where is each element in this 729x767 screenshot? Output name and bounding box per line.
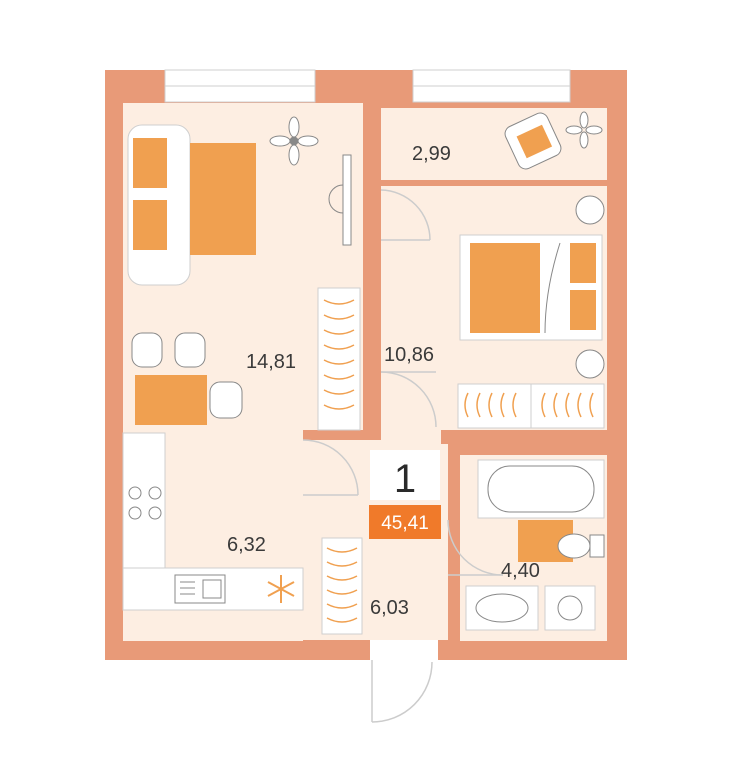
bathtub-icon xyxy=(477,459,605,519)
area-bathroom: 4,40 xyxy=(501,560,540,582)
tv-icon xyxy=(328,154,352,246)
area-kitchen: 6,32 xyxy=(227,534,266,556)
nightstand-bottom xyxy=(575,349,605,379)
kitchen-counter xyxy=(122,432,304,611)
balcony-plant-icon xyxy=(565,111,603,149)
plant-icon xyxy=(269,116,319,166)
nightstand-top xyxy=(575,195,605,225)
bed-icon xyxy=(459,234,603,341)
washing-machine-icon xyxy=(544,585,596,631)
balcony-floor xyxy=(381,108,607,180)
sink-icon xyxy=(465,585,539,631)
sofa-icon xyxy=(127,124,191,286)
rooms-count-box xyxy=(370,450,440,500)
rooms-count: 1 xyxy=(394,457,416,501)
armchair-icon xyxy=(504,112,562,170)
wardrobe-living xyxy=(317,287,361,431)
area-hallway: 6,03 xyxy=(370,597,409,619)
door-swings xyxy=(302,189,504,723)
total-area: 45,41 xyxy=(381,513,429,534)
rug xyxy=(190,143,256,255)
corridor-floor xyxy=(381,370,451,450)
area-balcony: 2,99 xyxy=(412,143,451,165)
wardrobe-bedroom xyxy=(457,383,605,429)
area-living-room: 14,81 xyxy=(246,351,296,373)
total-area-badge xyxy=(369,505,441,539)
snowflake-icon xyxy=(267,575,295,603)
interior-walls xyxy=(303,103,607,640)
dining-set xyxy=(131,332,243,425)
area-bedroom: 10,86 xyxy=(384,344,434,366)
wardrobe-hallway xyxy=(321,537,363,635)
toilet-icon xyxy=(557,533,605,559)
